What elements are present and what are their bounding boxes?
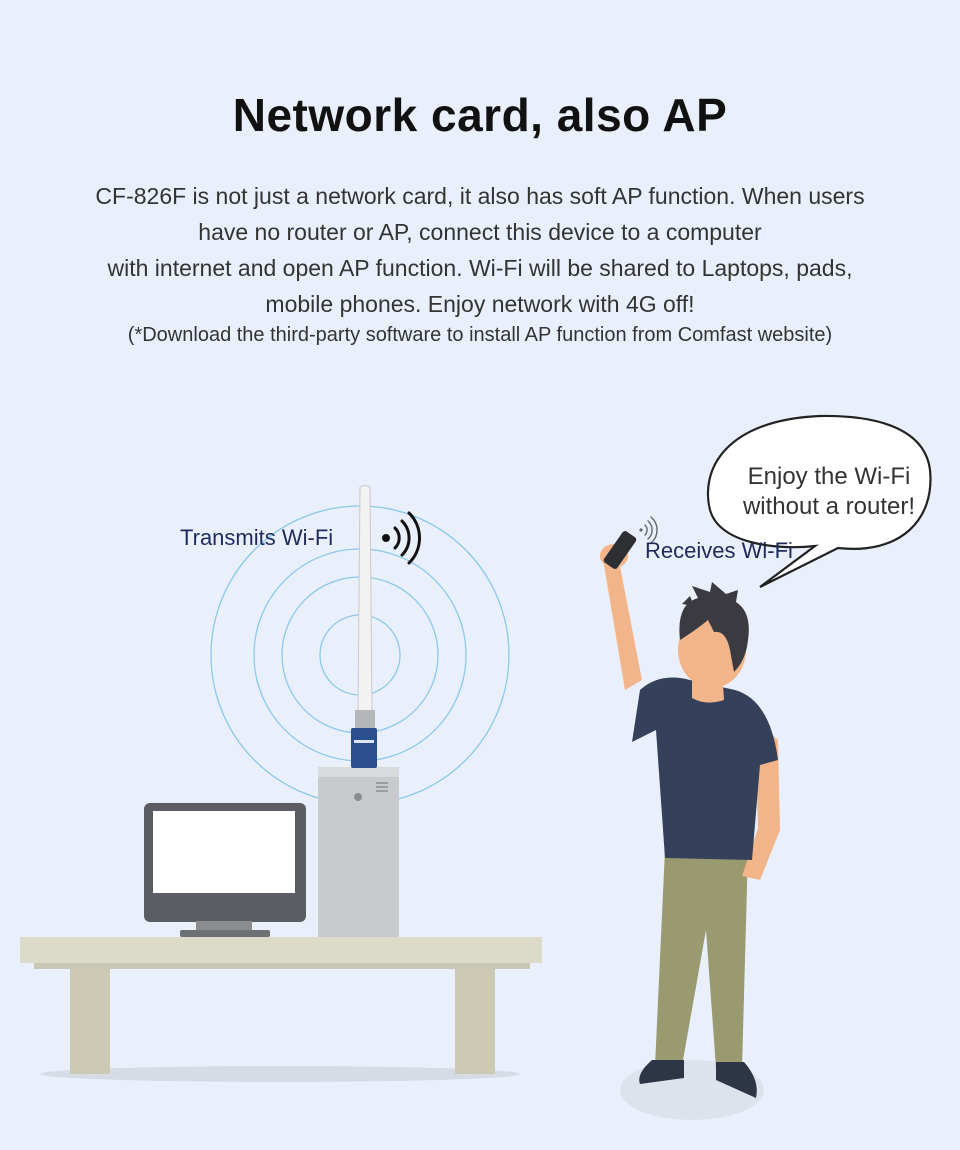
page-title: Network card, also AP [232, 89, 728, 141]
transmit-label: Transmits Wi-Fi [180, 525, 334, 550]
table [20, 937, 542, 1074]
description-line: have no router or AP, connect this devic… [198, 219, 762, 245]
description-line: mobile phones. Enjoy network with 4G off… [265, 291, 695, 317]
wifi-signal-icon [382, 511, 422, 565]
description-line: with internet and open AP function. Wi-F… [107, 255, 853, 281]
description: CF-826F is not just a network card, it a… [60, 178, 900, 322]
bubble-line: without a router! [742, 493, 916, 520]
description-line: CF-826F is not just a network card, it a… [95, 183, 865, 209]
computer-tower [318, 767, 399, 937]
speech-bubble [706, 414, 932, 588]
receive-label: Receives Wi-Fi [645, 538, 793, 563]
monitor [144, 803, 306, 937]
bubble-line: Enjoy the Wi-Fi [747, 463, 911, 490]
person [600, 531, 780, 1098]
download-note: (*Download the third-party software to i… [127, 324, 833, 346]
small-wifi-icon [639, 516, 658, 544]
usb-wifi-adapter [351, 485, 377, 768]
phone [603, 531, 637, 569]
table-shadow [40, 1066, 520, 1082]
bubble-text: Enjoy the Wi-Fi without a router! [724, 462, 934, 522]
